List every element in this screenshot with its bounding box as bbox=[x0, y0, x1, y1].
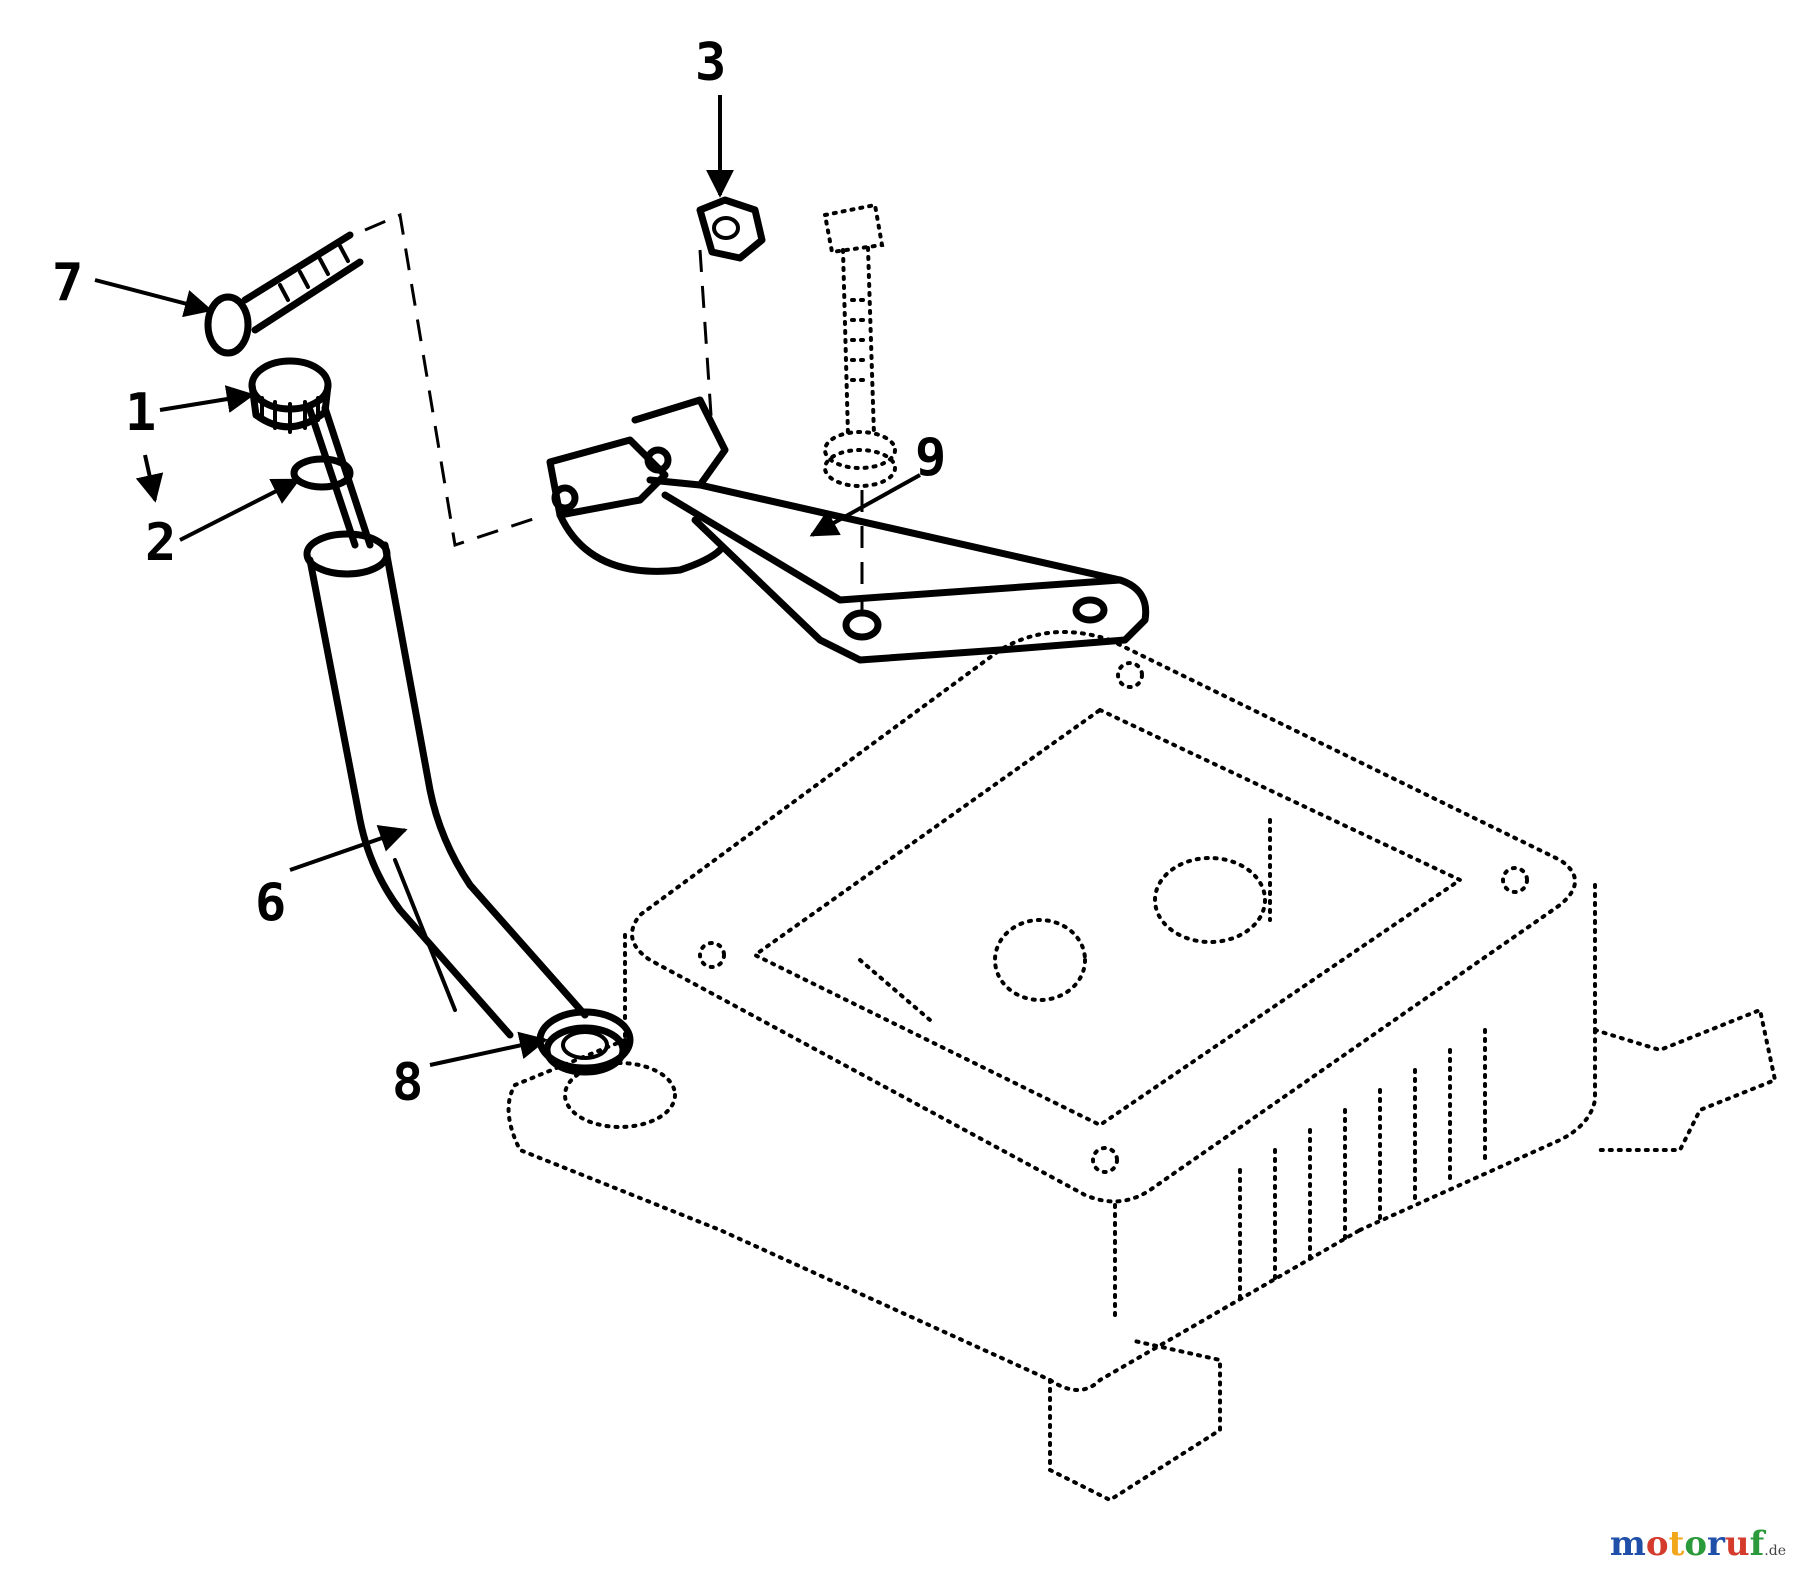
watermark-letter: o bbox=[1645, 1524, 1669, 1564]
watermark-letter: r bbox=[1707, 1524, 1725, 1564]
watermark-logo: motoruf.de bbox=[1610, 1524, 1786, 1564]
watermark-letter: t bbox=[1668, 1524, 1685, 1564]
watermark-letter: m bbox=[1609, 1524, 1646, 1564]
watermark-suffix: .de bbox=[1764, 1543, 1786, 1559]
watermark-letter: o bbox=[1684, 1524, 1707, 1564]
nut bbox=[696, 196, 766, 262]
assembly-guides bbox=[364, 212, 864, 610]
leader-arrows bbox=[94, 95, 921, 1067]
o-ring bbox=[290, 455, 354, 491]
oil-fill-tube bbox=[303, 530, 589, 1039]
callout-1: 1 bbox=[125, 383, 156, 443]
engine-base bbox=[506, 630, 1778, 1503]
callout-labels: 7 1 2 3 9 6 8 bbox=[52, 33, 946, 1113]
callout-6: 6 bbox=[255, 873, 286, 933]
dipstick bbox=[248, 357, 374, 549]
bolt bbox=[204, 231, 364, 357]
callout-9: 9 bbox=[915, 428, 946, 488]
watermark-letter: f bbox=[1749, 1524, 1765, 1564]
watermark-letter: u bbox=[1724, 1524, 1750, 1564]
bracket bbox=[546, 396, 1150, 664]
callout-3: 3 bbox=[695, 33, 726, 93]
callout-7: 8 bbox=[392, 1053, 423, 1113]
callout-2: 2 bbox=[145, 513, 176, 573]
callout-8: 7 bbox=[52, 253, 83, 313]
grommet bbox=[536, 1008, 634, 1076]
watermark-text: motoruf bbox=[1610, 1524, 1764, 1564]
mounting-bolt bbox=[822, 202, 897, 488]
